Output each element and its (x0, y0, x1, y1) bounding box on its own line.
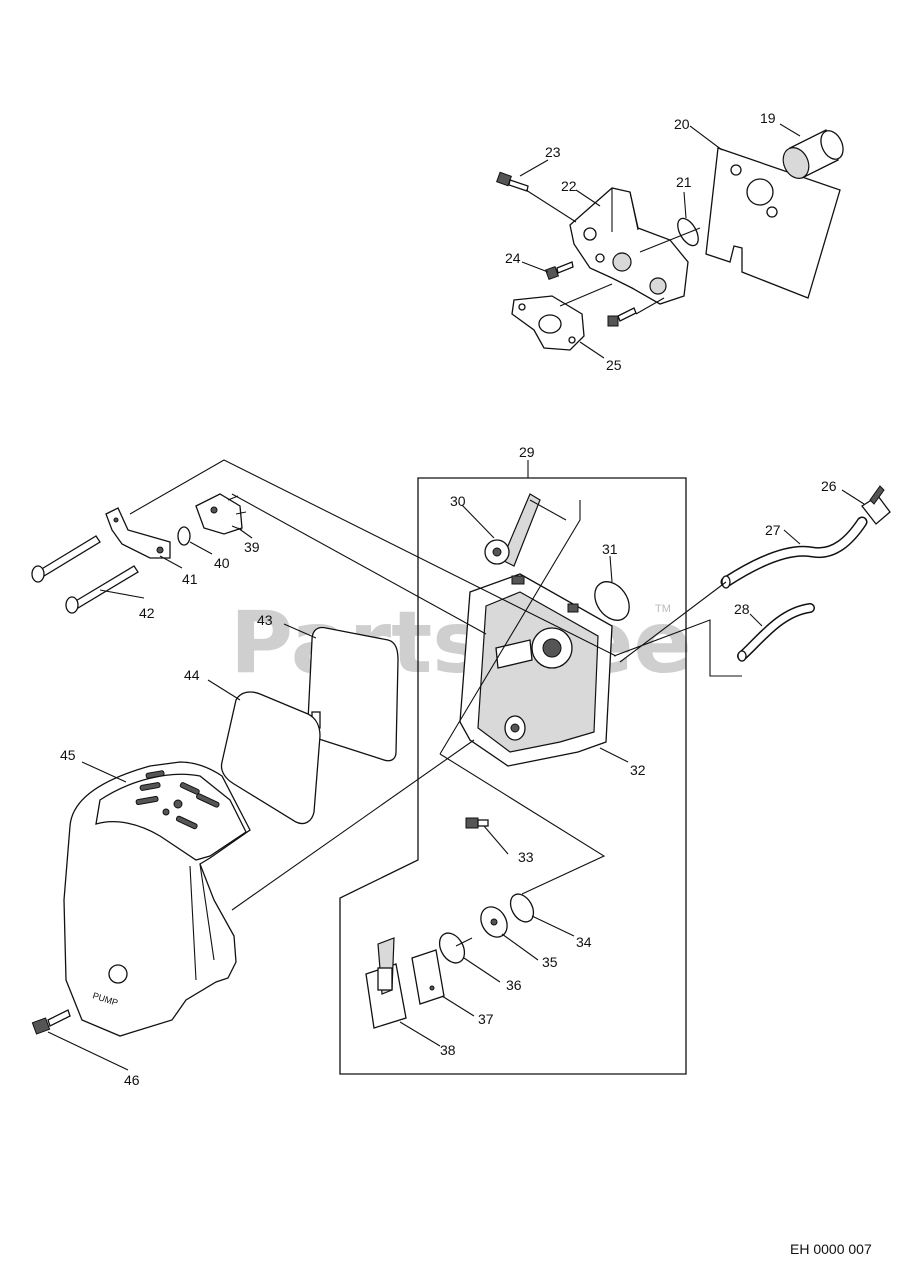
part-31-ring (594, 581, 630, 621)
label-23: 23 (545, 144, 561, 160)
part-38-bracket (365, 937, 407, 1029)
part-27-hose (720, 516, 868, 589)
bolt-long-upper (31, 535, 101, 583)
label-38: 38 (440, 1042, 456, 1058)
hose-leader-lines (613, 489, 865, 677)
bolt-lower (607, 307, 637, 327)
label-36: 36 (506, 977, 522, 993)
label-32: 32 (630, 762, 646, 778)
label-31: 31 (602, 541, 618, 557)
label-30: 30 (450, 493, 466, 509)
part-39-plate (195, 493, 247, 535)
label-39: 39 (244, 539, 260, 555)
label-27: 27 (765, 522, 781, 538)
label-21: 21 (676, 174, 692, 190)
part-43-element (307, 626, 399, 762)
assembly-frame-29 (339, 477, 687, 1075)
label-19: 19 (760, 110, 776, 126)
label-20: 20 (674, 116, 690, 132)
diagram-code: EH 0000 007 (790, 1241, 872, 1257)
part-36-diaphragm (438, 932, 473, 964)
frame-leader-lines (399, 499, 629, 1047)
part-22-body (569, 187, 689, 305)
part-34-ring (509, 893, 535, 923)
part-44-sponge (220, 691, 321, 825)
label-26: 26 (821, 478, 837, 494)
part-45-cover: PUMP (63, 761, 251, 1037)
label-46: 46 (124, 1072, 140, 1088)
part-37-filter (411, 949, 445, 1005)
part-28-hose (737, 603, 815, 662)
label-29: 29 (519, 444, 535, 460)
label-22: 22 (561, 178, 577, 194)
label-28: 28 (734, 601, 750, 617)
label-33: 33 (518, 849, 534, 865)
part-42-bolt (65, 565, 139, 614)
part-26-clamp (861, 485, 891, 525)
part-41-bracket (105, 507, 171, 559)
label-34: 34 (576, 934, 592, 950)
label-42: 42 (139, 605, 155, 621)
part-number-labels: 19 20 21 22 23 24 25 26 27 28 29 30 31 3… (60, 110, 837, 1088)
label-40: 40 (214, 555, 230, 571)
label-37: 37 (478, 1011, 494, 1027)
part-40-washer (177, 526, 191, 546)
part-35-valve (480, 906, 508, 938)
cover-vents (135, 770, 220, 830)
part-23-bolt (496, 171, 529, 192)
part-33-screw (465, 817, 489, 829)
label-41: 41 (182, 571, 198, 587)
part-25-gasket (511, 295, 585, 351)
watermark-tm: TM (655, 603, 671, 615)
part-46-bolt (31, 1009, 71, 1035)
label-45: 45 (60, 747, 76, 763)
part-24-bolt (544, 261, 574, 281)
part-20-plate (705, 147, 841, 299)
label-43: 43 (257, 612, 273, 628)
label-24: 24 (505, 250, 521, 266)
upper-leader-lines (519, 123, 801, 359)
left-leader-lines (47, 459, 617, 1071)
part-21-ring (677, 217, 699, 247)
label-44: 44 (184, 667, 200, 683)
label-35: 35 (542, 954, 558, 970)
part-30-lever (484, 493, 541, 567)
label-25: 25 (606, 357, 622, 373)
part-19-sleeve (782, 129, 844, 179)
